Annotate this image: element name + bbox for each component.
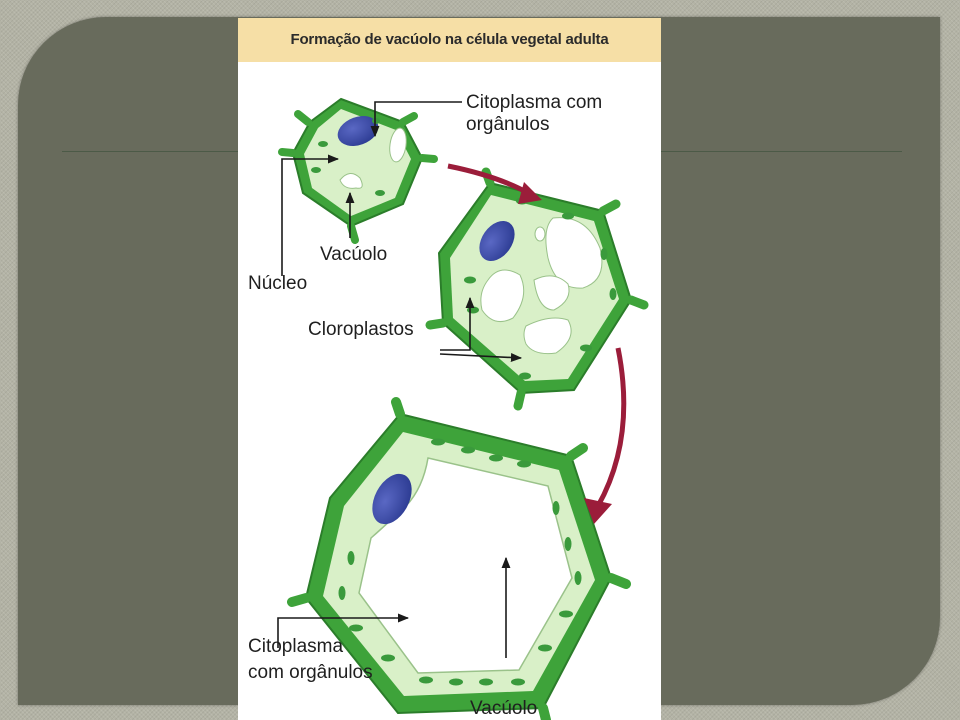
title-divider-right — [660, 151, 902, 152]
label-cytoplasm-top-line1: Citoplasma com — [466, 92, 602, 113]
label-cytoplasm-bottom-line1: Citoplasma — [248, 636, 343, 657]
figure-title-band: Formação de vacúolo na célula vegetal ad… — [238, 18, 661, 62]
diagram-labels: Citoplasma com orgânulos Vacúolo Núcleo … — [248, 92, 602, 719]
young-cell — [278, 97, 438, 244]
intermediate-cell-vacuole-2 — [480, 269, 525, 323]
arrow-intermediate-to-adult — [595, 347, 627, 508]
figure-title: Formação de vacúolo na célula vegetal ad… — [290, 31, 609, 48]
young-cell-nucleus — [337, 116, 379, 146]
young-cell-vacuole-2 — [339, 173, 363, 189]
label-chloroplasts: Cloroplastos — [308, 319, 414, 340]
label-vacuole-top: Vacúolo — [320, 244, 387, 265]
intermediate-cell-vacuole-4 — [523, 317, 572, 355]
vacuole-formation-figure: Formação de vacúolo na célula vegetal ad… — [238, 18, 661, 720]
adult-cell-chloroplasts — [338, 438, 582, 686]
young-cell-chloroplasts — [311, 118, 385, 196]
label-cytoplasm-top-line2: orgânulos — [466, 114, 549, 135]
label-nucleus: Núcleo — [248, 273, 307, 294]
label-vacuole-bottom: Vacúolo — [470, 698, 537, 719]
transition-arrows — [447, 163, 627, 524]
label-cytoplasm-bottom-line2: com orgânulos — [248, 662, 373, 683]
adult-cell-nucleus — [372, 473, 412, 525]
adult-cell — [287, 397, 631, 720]
intermediate-cell-nucleus — [479, 221, 515, 261]
intermediate-cell — [425, 167, 649, 411]
intermediate-cell-vacuole-3 — [533, 275, 570, 311]
intermediate-cell-vacuole-1 — [545, 217, 603, 289]
young-cell-vacuole-1 — [389, 127, 407, 163]
leader-lines — [277, 101, 523, 658]
cell-diagram: Citoplasma com orgânulos Vacúolo Núcleo … — [248, 92, 649, 720]
young-cell-cytoplasm — [304, 109, 411, 216]
title-divider-left — [62, 151, 238, 152]
